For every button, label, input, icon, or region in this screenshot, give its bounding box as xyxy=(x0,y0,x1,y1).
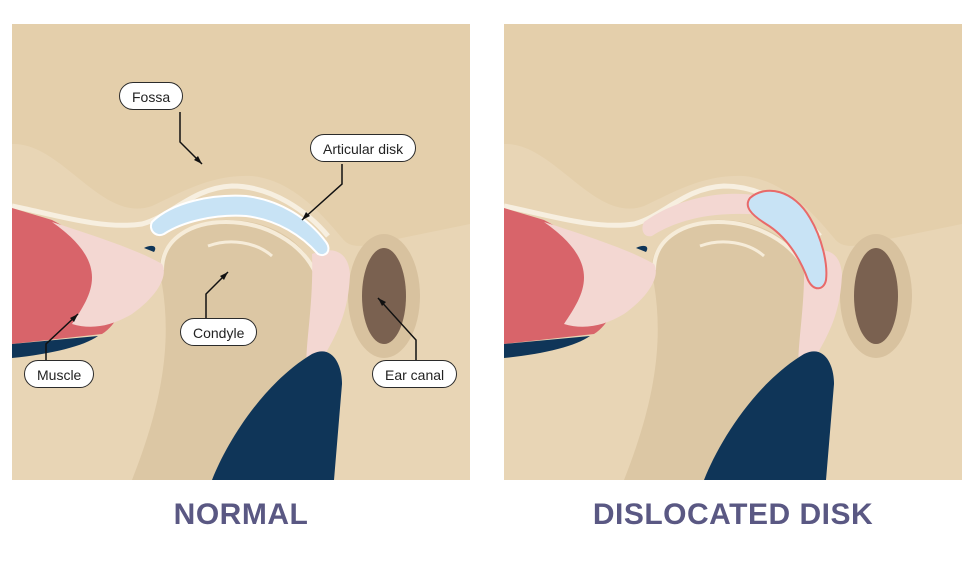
navy-structure xyxy=(212,351,342,480)
articular-disk-shape xyxy=(150,194,330,256)
disk-arrowhead xyxy=(302,212,310,220)
navy-structure xyxy=(704,351,834,480)
condyle-leader xyxy=(205,271,229,318)
muscle-underlay xyxy=(504,336,590,358)
articular-disk-label: Articular disk xyxy=(310,134,417,162)
fossa-arrowhead xyxy=(194,156,202,164)
ear-canal-shape xyxy=(362,248,406,344)
displaced-disk-shape xyxy=(746,189,828,290)
ear-canal-shape xyxy=(854,248,898,344)
muscle-underlay xyxy=(12,336,98,358)
posterior-ligament xyxy=(306,250,350,384)
ear-canal-label: Ear canal xyxy=(372,360,458,388)
normal-caption: NORMAL xyxy=(173,498,309,531)
temporal-bone xyxy=(504,24,962,246)
lateral-pterygoid-ligament xyxy=(544,222,656,327)
small-mark xyxy=(636,245,648,252)
normal-joint-panel: Fossa Articular disk Condyle Muscle Ear … xyxy=(12,24,470,480)
small-mark xyxy=(144,245,156,252)
condyle-inner-line xyxy=(207,240,273,258)
fossa-label: Fossa xyxy=(119,82,184,110)
ear-canal-arrowhead xyxy=(378,298,386,306)
muscle-arrowhead xyxy=(70,314,78,322)
dislocated-joint-illustration xyxy=(504,24,962,480)
normal-joint-illustration xyxy=(12,24,470,480)
muscle-label: Muscle xyxy=(24,360,95,388)
condyle-label: Condyle xyxy=(180,318,258,346)
disk-leader xyxy=(301,164,343,221)
condyle-highlight xyxy=(652,219,810,275)
condyle-arrowhead xyxy=(220,272,228,280)
dislocated-joint-panel xyxy=(504,24,962,480)
fossa-leader xyxy=(179,112,203,165)
condyle-highlight xyxy=(160,219,318,275)
temporal-bone xyxy=(12,24,470,246)
dislocated-caption: DISLOCATED DISK xyxy=(592,498,874,531)
lateral-pterygoid-ligament xyxy=(52,222,164,327)
ear-canal-leader xyxy=(377,297,417,360)
condyle-inner-line xyxy=(699,240,765,258)
muscle-leader xyxy=(45,313,79,360)
